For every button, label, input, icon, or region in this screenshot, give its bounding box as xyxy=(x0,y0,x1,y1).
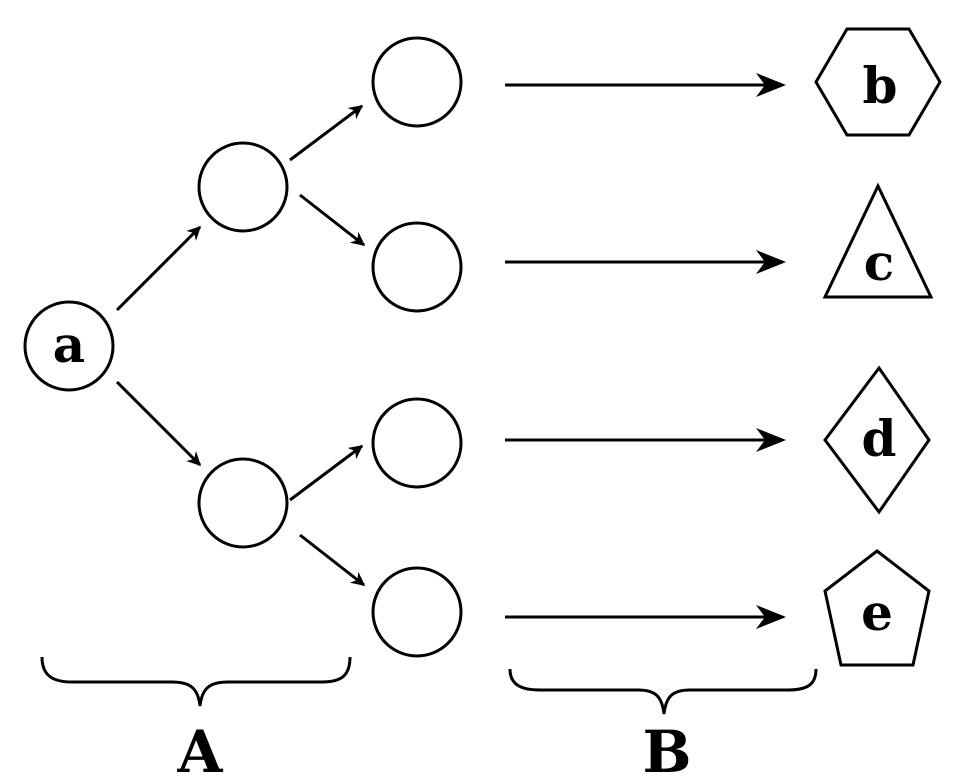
node-labels: a b c d e xyxy=(53,56,898,642)
node-n3-circle xyxy=(371,397,463,489)
edge-upper-to-n1 xyxy=(289,104,364,162)
edge-a-to-lower xyxy=(115,380,202,467)
node-upper-circle xyxy=(197,141,289,233)
node-a-circle xyxy=(23,300,115,392)
node-n4-circle xyxy=(371,566,463,658)
edge-lower-to-n3 xyxy=(289,444,364,502)
leaf-b-label: b xyxy=(863,56,898,115)
group-b-label: B xyxy=(642,718,691,780)
leaf-e-label: e xyxy=(861,583,893,642)
node-n2-circle xyxy=(371,221,463,313)
diamond-shape xyxy=(823,365,931,515)
edge-lower-to-n4 xyxy=(299,533,366,587)
leaf-d-label: d xyxy=(862,409,897,468)
brace-b xyxy=(508,668,818,715)
tree-edges xyxy=(115,104,366,587)
node-lower-circle xyxy=(197,457,289,549)
brace-a xyxy=(40,656,352,707)
triangle-shape xyxy=(822,182,934,299)
edge-upper-to-n2 xyxy=(299,193,366,247)
group-labels: A B xyxy=(176,718,691,780)
node-n1-circle xyxy=(371,36,463,128)
leaf-shapes xyxy=(814,27,942,667)
leaf-edges xyxy=(505,73,786,629)
hexagon-shape xyxy=(814,27,942,137)
edge-a-to-upper xyxy=(115,225,202,312)
pentagon-shape xyxy=(823,549,931,667)
circle-nodes xyxy=(23,36,463,658)
leaf-c-label: c xyxy=(864,233,894,292)
braces xyxy=(40,656,818,715)
group-a-label: A xyxy=(176,718,223,780)
node-a-label: a xyxy=(53,315,85,374)
